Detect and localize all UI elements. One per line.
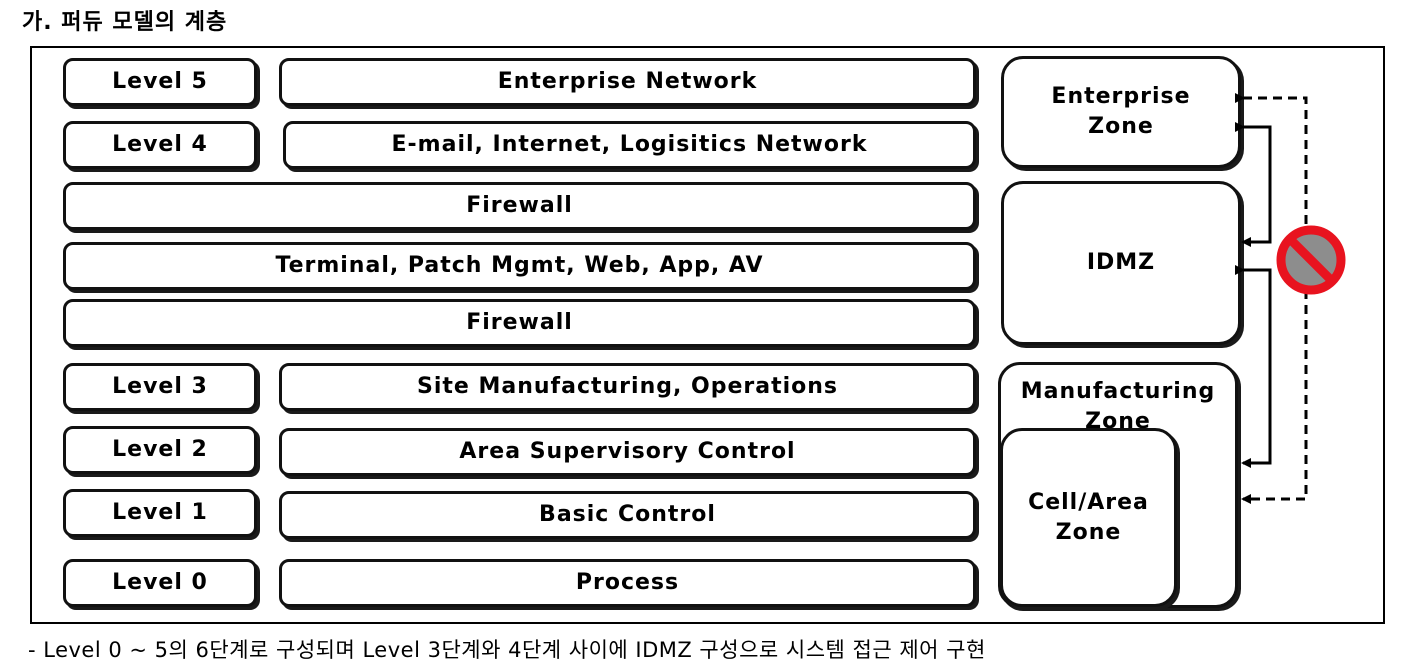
level-1-label: Level 1: [63, 489, 257, 537]
level-4-label: Level 4: [63, 121, 257, 169]
level-3-description: Site Manufacturing, Operations: [279, 363, 976, 411]
section-heading: 가. 퍼듀 모델의 계층: [22, 10, 228, 35]
level-5-label: Level 5: [63, 58, 257, 106]
firewall-bottom: Firewall: [63, 299, 976, 347]
level-0-label: Level 0: [63, 559, 257, 607]
idmz-manufacturing-connector: [1235, 265, 1272, 468]
level-1-description: Basic Control: [279, 491, 976, 539]
level-4-description: E-mail, Internet, Logisitics Network: [283, 121, 976, 169]
enterprise-zone: Enterprise Zone: [1001, 56, 1241, 168]
level-5-description: Enterprise Network: [279, 58, 976, 106]
level-0-description: Process: [279, 559, 976, 607]
idmz-zone: IDMZ: [1001, 181, 1241, 345]
no-entry-icon: [1276, 225, 1346, 295]
enterprise-idmz-connector: [1235, 122, 1272, 247]
level-2-label: Level 2: [63, 426, 257, 474]
blocked-direct-connector: [1235, 93, 1308, 504]
level-2-description: Area Supervisory Control: [279, 428, 976, 476]
dmz-services: Terminal, Patch Mgmt, Web, App, AV: [63, 242, 976, 290]
caption: - Level 0 ~ 5의 6단계로 구성되며 Level 3단계와 4단계 …: [28, 638, 986, 662]
level-3-label: Level 3: [63, 363, 257, 411]
firewall-top: Firewall: [63, 182, 976, 230]
cell-area-zone: Cell/Area Zone: [1000, 428, 1177, 607]
diagram-frame: [30, 46, 1385, 624]
